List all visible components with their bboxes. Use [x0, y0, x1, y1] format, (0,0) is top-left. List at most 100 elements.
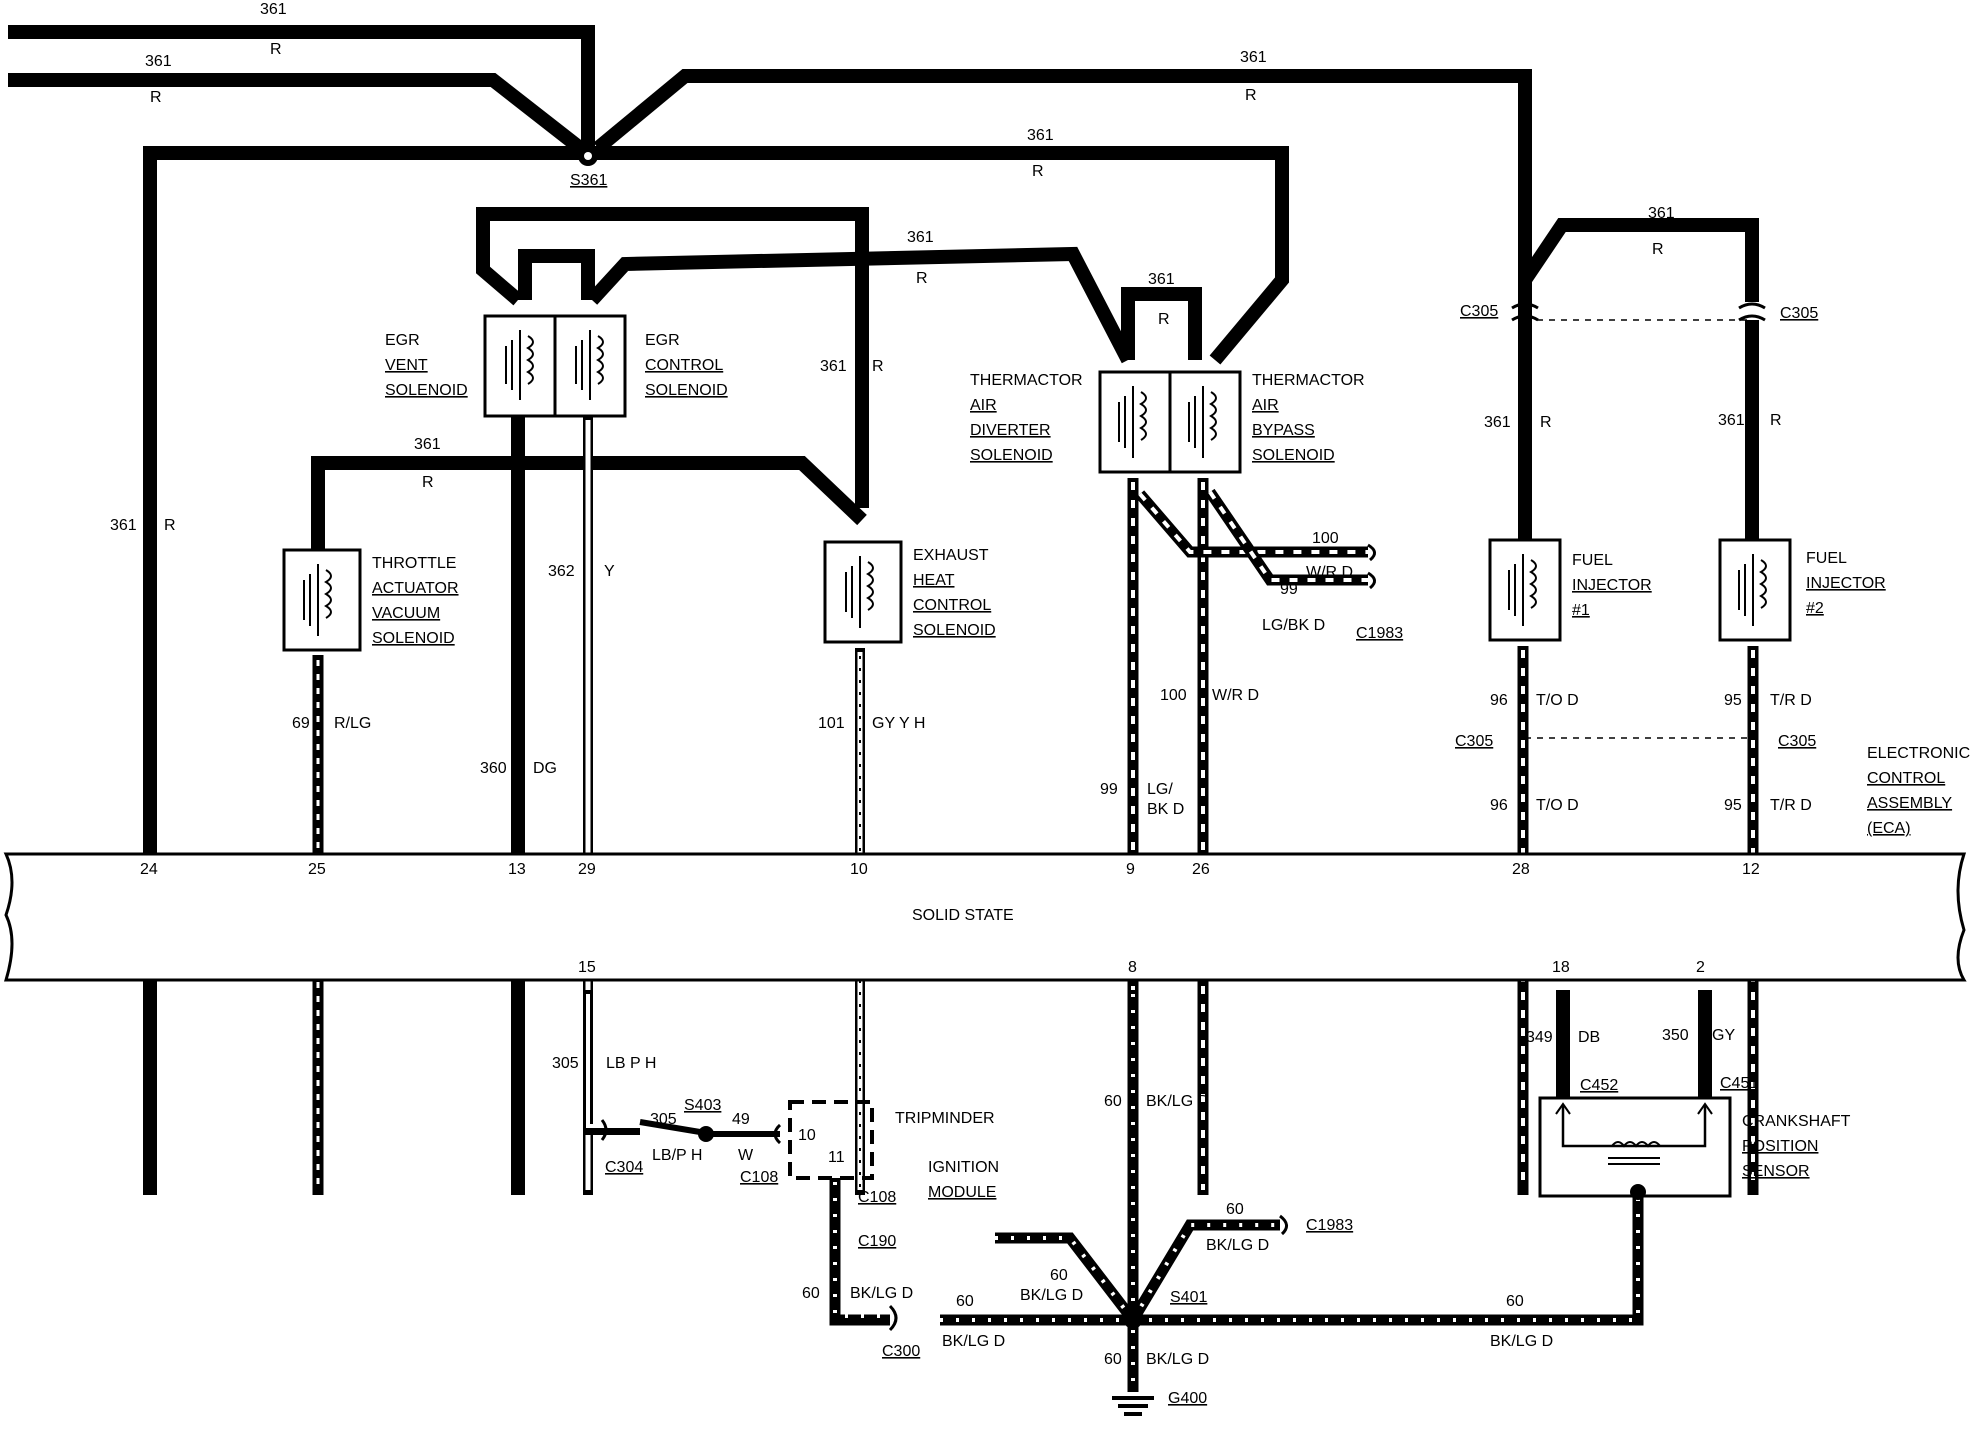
r-j: R: [1652, 241, 1664, 258]
inj2-line2: INJECTOR: [1806, 575, 1886, 592]
lg-label: LG/: [1147, 781, 1173, 798]
egr-vent-line3: SOLENOID: [385, 382, 468, 399]
fuel-injectors: FUEL INJECTOR #1 FUEL INJECTOR #2: [1488, 538, 1886, 642]
exhaust-line1: EXHAUST: [913, 547, 989, 564]
ground-icon: [1112, 1396, 1154, 1416]
lgbkd-h: LG/BK D: [1262, 617, 1325, 634]
w49: 49: [732, 1111, 750, 1128]
s401-label: S401: [1170, 1289, 1207, 1306]
pin-10: 10: [850, 861, 868, 878]
splice-labels: S361 S403 S401 G400 C1983 C1983 C304 C10…: [570, 172, 1758, 1407]
pin-24: 24: [140, 861, 158, 878]
egr-vent-line2: VENT: [385, 357, 428, 374]
r-b: R: [150, 89, 162, 106]
bkd-label: BK D: [1147, 801, 1184, 818]
gy-label: GY: [1712, 1027, 1735, 1044]
rlg-label: R/LG: [334, 715, 371, 732]
w361-c: 361: [1240, 49, 1267, 66]
w362: 362: [548, 563, 575, 580]
bklgd-d: BK/LG D: [1020, 1287, 1083, 1304]
throttle-line4: SOLENOID: [372, 630, 455, 647]
w60-e: 60: [1226, 1201, 1244, 1218]
exhaust-line3: CONTROL: [913, 597, 991, 614]
diverter-line2: AIR: [970, 397, 997, 414]
w361-i: 361: [110, 517, 137, 534]
w360: 360: [480, 760, 507, 777]
eca-label: SOLID STATE: [912, 907, 1014, 924]
wire-361-feeds: [8, 25, 1759, 1090]
pin-8: 8: [1128, 959, 1137, 976]
crank-line2: POSITION: [1742, 1138, 1818, 1155]
trd-b: T/R D: [1770, 797, 1812, 814]
r-c: R: [1245, 87, 1257, 104]
r-k: R: [1540, 414, 1552, 431]
g400-label: G400: [1168, 1390, 1207, 1407]
w349: 349: [1526, 1029, 1553, 1046]
egr-solenoids: EGR VENT SOLENOID EGR CONTROL SOLENOID: [385, 314, 728, 418]
bklgd-b: BK/LG D: [850, 1285, 913, 1302]
pin-2: 2: [1696, 959, 1705, 976]
throttle-line3: VACUUM: [372, 605, 440, 622]
eca-title-2: CONTROL: [1867, 770, 1945, 787]
pin-13: 13: [508, 861, 526, 878]
ignition-line2: MODULE: [928, 1184, 996, 1201]
c452-label: C452: [1580, 1077, 1618, 1094]
w361-j: 361: [1648, 205, 1675, 222]
w361-g: 361: [820, 358, 847, 375]
s361-label: S361: [570, 172, 607, 189]
throttle-line2: ACTUATOR: [372, 580, 459, 597]
r-h: R: [422, 474, 434, 491]
crank-line3: SENSOR: [1742, 1163, 1810, 1180]
w361-f: 361: [1148, 271, 1175, 288]
c304-label: C304: [605, 1159, 643, 1176]
w60-b: 60: [802, 1285, 820, 1302]
pin-26: 26: [1192, 861, 1210, 878]
bklgd-a: BK/LG D: [1146, 1093, 1209, 1110]
bklgd-c: BK/LG D: [942, 1333, 1005, 1350]
w350: 350: [1662, 1027, 1689, 1044]
w60-a: 60: [1104, 1093, 1122, 1110]
dg-label: DG: [533, 760, 557, 777]
w60-c: 60: [956, 1293, 974, 1310]
w69: 69: [292, 715, 310, 732]
tod-a: T/O D: [1536, 692, 1579, 709]
s401-splice-dot: [1124, 1311, 1142, 1329]
c451-label: C451: [1720, 1075, 1758, 1092]
wires-to-eca: [143, 416, 1759, 1195]
r-g: R: [872, 358, 884, 375]
thermactor-solenoids: THERMACTOR AIR DIVERTER SOLENOID THERMAC…: [970, 370, 1365, 474]
pin-9: 9: [1126, 861, 1135, 878]
c300-label: C300: [882, 1343, 920, 1360]
w361-a: 361: [260, 1, 287, 18]
c305-ur: C305: [1780, 305, 1818, 322]
eca-title-1: ELECTRONIC: [1867, 745, 1970, 762]
r-i: R: [164, 517, 176, 534]
bklgd-f: BK/LG D: [1490, 1333, 1553, 1350]
c108-right: C108: [858, 1189, 896, 1206]
ignition-line1: IGNITION: [928, 1159, 999, 1176]
w361-b: 361: [145, 53, 172, 70]
inj1-line2: INJECTOR: [1572, 577, 1652, 594]
w100-h: 100: [1312, 530, 1339, 547]
c305-ll: C305: [1455, 733, 1493, 750]
wrd-v: W/R D: [1212, 687, 1259, 704]
inj2-line3: #2: [1806, 600, 1824, 617]
w60-f: 60: [1506, 1293, 1524, 1310]
w60-g: 60: [1104, 1351, 1122, 1368]
eca-title-4: (ECA): [1867, 820, 1911, 837]
c1983-upper: C1983: [1356, 625, 1403, 642]
pin-12: 12: [1742, 861, 1760, 878]
pin-29: 29: [578, 861, 596, 878]
w361-h: 361: [414, 436, 441, 453]
inj2-line1: FUEL: [1806, 550, 1847, 567]
bypass-line3: BYPASS: [1252, 422, 1315, 439]
bypass-line2: AIR: [1252, 397, 1279, 414]
lbph-b: LB/P H: [652, 1147, 702, 1164]
c305-ul: C305: [1460, 303, 1498, 320]
exhaust-heat-control-solenoid: EXHAUST HEAT CONTROL SOLENOID: [823, 540, 996, 644]
r-e: R: [916, 270, 928, 287]
w60-d: 60: [1050, 1267, 1068, 1284]
w100-v: 100: [1160, 687, 1187, 704]
bklgd-g: BK/LG D: [1146, 1351, 1209, 1368]
c1983-lower: C1983: [1306, 1217, 1353, 1234]
